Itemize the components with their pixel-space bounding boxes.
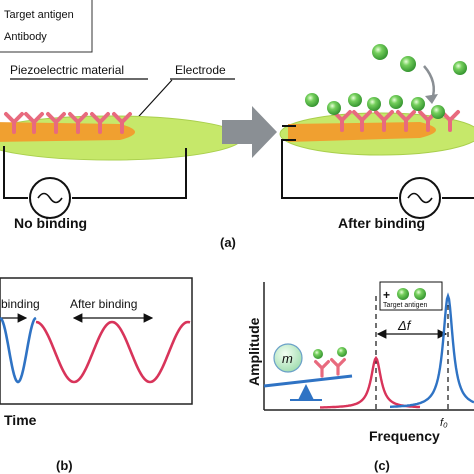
electrode xyxy=(0,122,135,142)
caption-after-binding: After binding xyxy=(338,215,425,231)
antigen-icon xyxy=(389,95,403,109)
antigen-cluster xyxy=(305,44,467,119)
antigen-icon xyxy=(367,97,381,111)
antigen-icon xyxy=(453,61,467,75)
antibody-icon xyxy=(330,358,346,376)
antibody-icon xyxy=(68,112,88,134)
mass-balance-icon: m xyxy=(263,343,353,401)
panel-label-c: (c) xyxy=(374,458,390,473)
legend-target-antigen: Target antigen xyxy=(4,9,74,21)
antibody-icon xyxy=(396,110,416,132)
axis-label-time: Time xyxy=(4,412,37,428)
panel-label-b: (b) xyxy=(56,458,73,473)
antibody-icon xyxy=(352,110,372,132)
time-domain-plot: binding After binding Time xyxy=(0,277,193,428)
label-piezoelectric: Piezoelectric material xyxy=(10,63,124,77)
antigen-icon xyxy=(414,288,426,300)
antibody-icon xyxy=(90,112,110,134)
caption-no-binding: No binding xyxy=(14,215,87,231)
label-binding: binding xyxy=(1,297,40,311)
panel-label-a: (a) xyxy=(220,235,236,250)
delta-f-label: Δf xyxy=(397,318,412,333)
label-after-binding: After binding xyxy=(70,297,137,311)
legend: Target antigen Antibody xyxy=(0,0,93,53)
sensor-after-binding: After binding xyxy=(279,44,474,231)
mass-icon xyxy=(273,343,303,373)
antigen-icon xyxy=(372,44,388,60)
f0-label: f₀ xyxy=(440,417,448,429)
transition-arrow-icon xyxy=(222,106,277,158)
antibody-icon xyxy=(314,360,330,378)
antibody-row xyxy=(4,112,132,134)
antigen-icon xyxy=(337,347,347,357)
antibody-icon xyxy=(112,112,132,134)
legend-antibody: Antibody xyxy=(4,31,47,43)
label-electrode: Electrode xyxy=(175,63,226,77)
axis-label-frequency: Frequency xyxy=(369,428,440,444)
sensor-no-binding: Piezoelectric material Electrode No bind… xyxy=(0,63,243,231)
wave-after-binding xyxy=(35,320,191,384)
antigen-icon xyxy=(397,288,409,300)
antibody-icon xyxy=(4,112,24,134)
mass-label: m xyxy=(282,351,293,366)
peak-before-binding xyxy=(390,292,474,408)
axis-label-amplitude: Amplitude xyxy=(246,317,262,386)
antigen-icon xyxy=(431,105,445,119)
antibody-icon xyxy=(440,110,460,132)
antigen-icon xyxy=(327,101,341,115)
antibody-icon xyxy=(332,110,352,132)
antibody-row xyxy=(332,110,460,132)
antibody-icon xyxy=(46,112,66,134)
antibody-icon xyxy=(374,110,394,132)
antigen-icon xyxy=(305,93,319,107)
antigen-icon xyxy=(400,56,416,72)
target-antigen-label: Target antigen xyxy=(383,302,427,309)
antigen-icon xyxy=(411,97,425,111)
antigen-icon xyxy=(313,349,323,359)
frequency-spectrum-plot: Amplitude Δf + Target antigen m Frequenc… xyxy=(246,281,474,444)
antibody-pair xyxy=(313,347,347,378)
plus-label: + xyxy=(383,288,390,302)
antibody-icon xyxy=(24,112,44,134)
wave-before-binding xyxy=(0,316,37,384)
peak-after-binding xyxy=(320,355,421,409)
antigen-icon xyxy=(348,93,362,107)
